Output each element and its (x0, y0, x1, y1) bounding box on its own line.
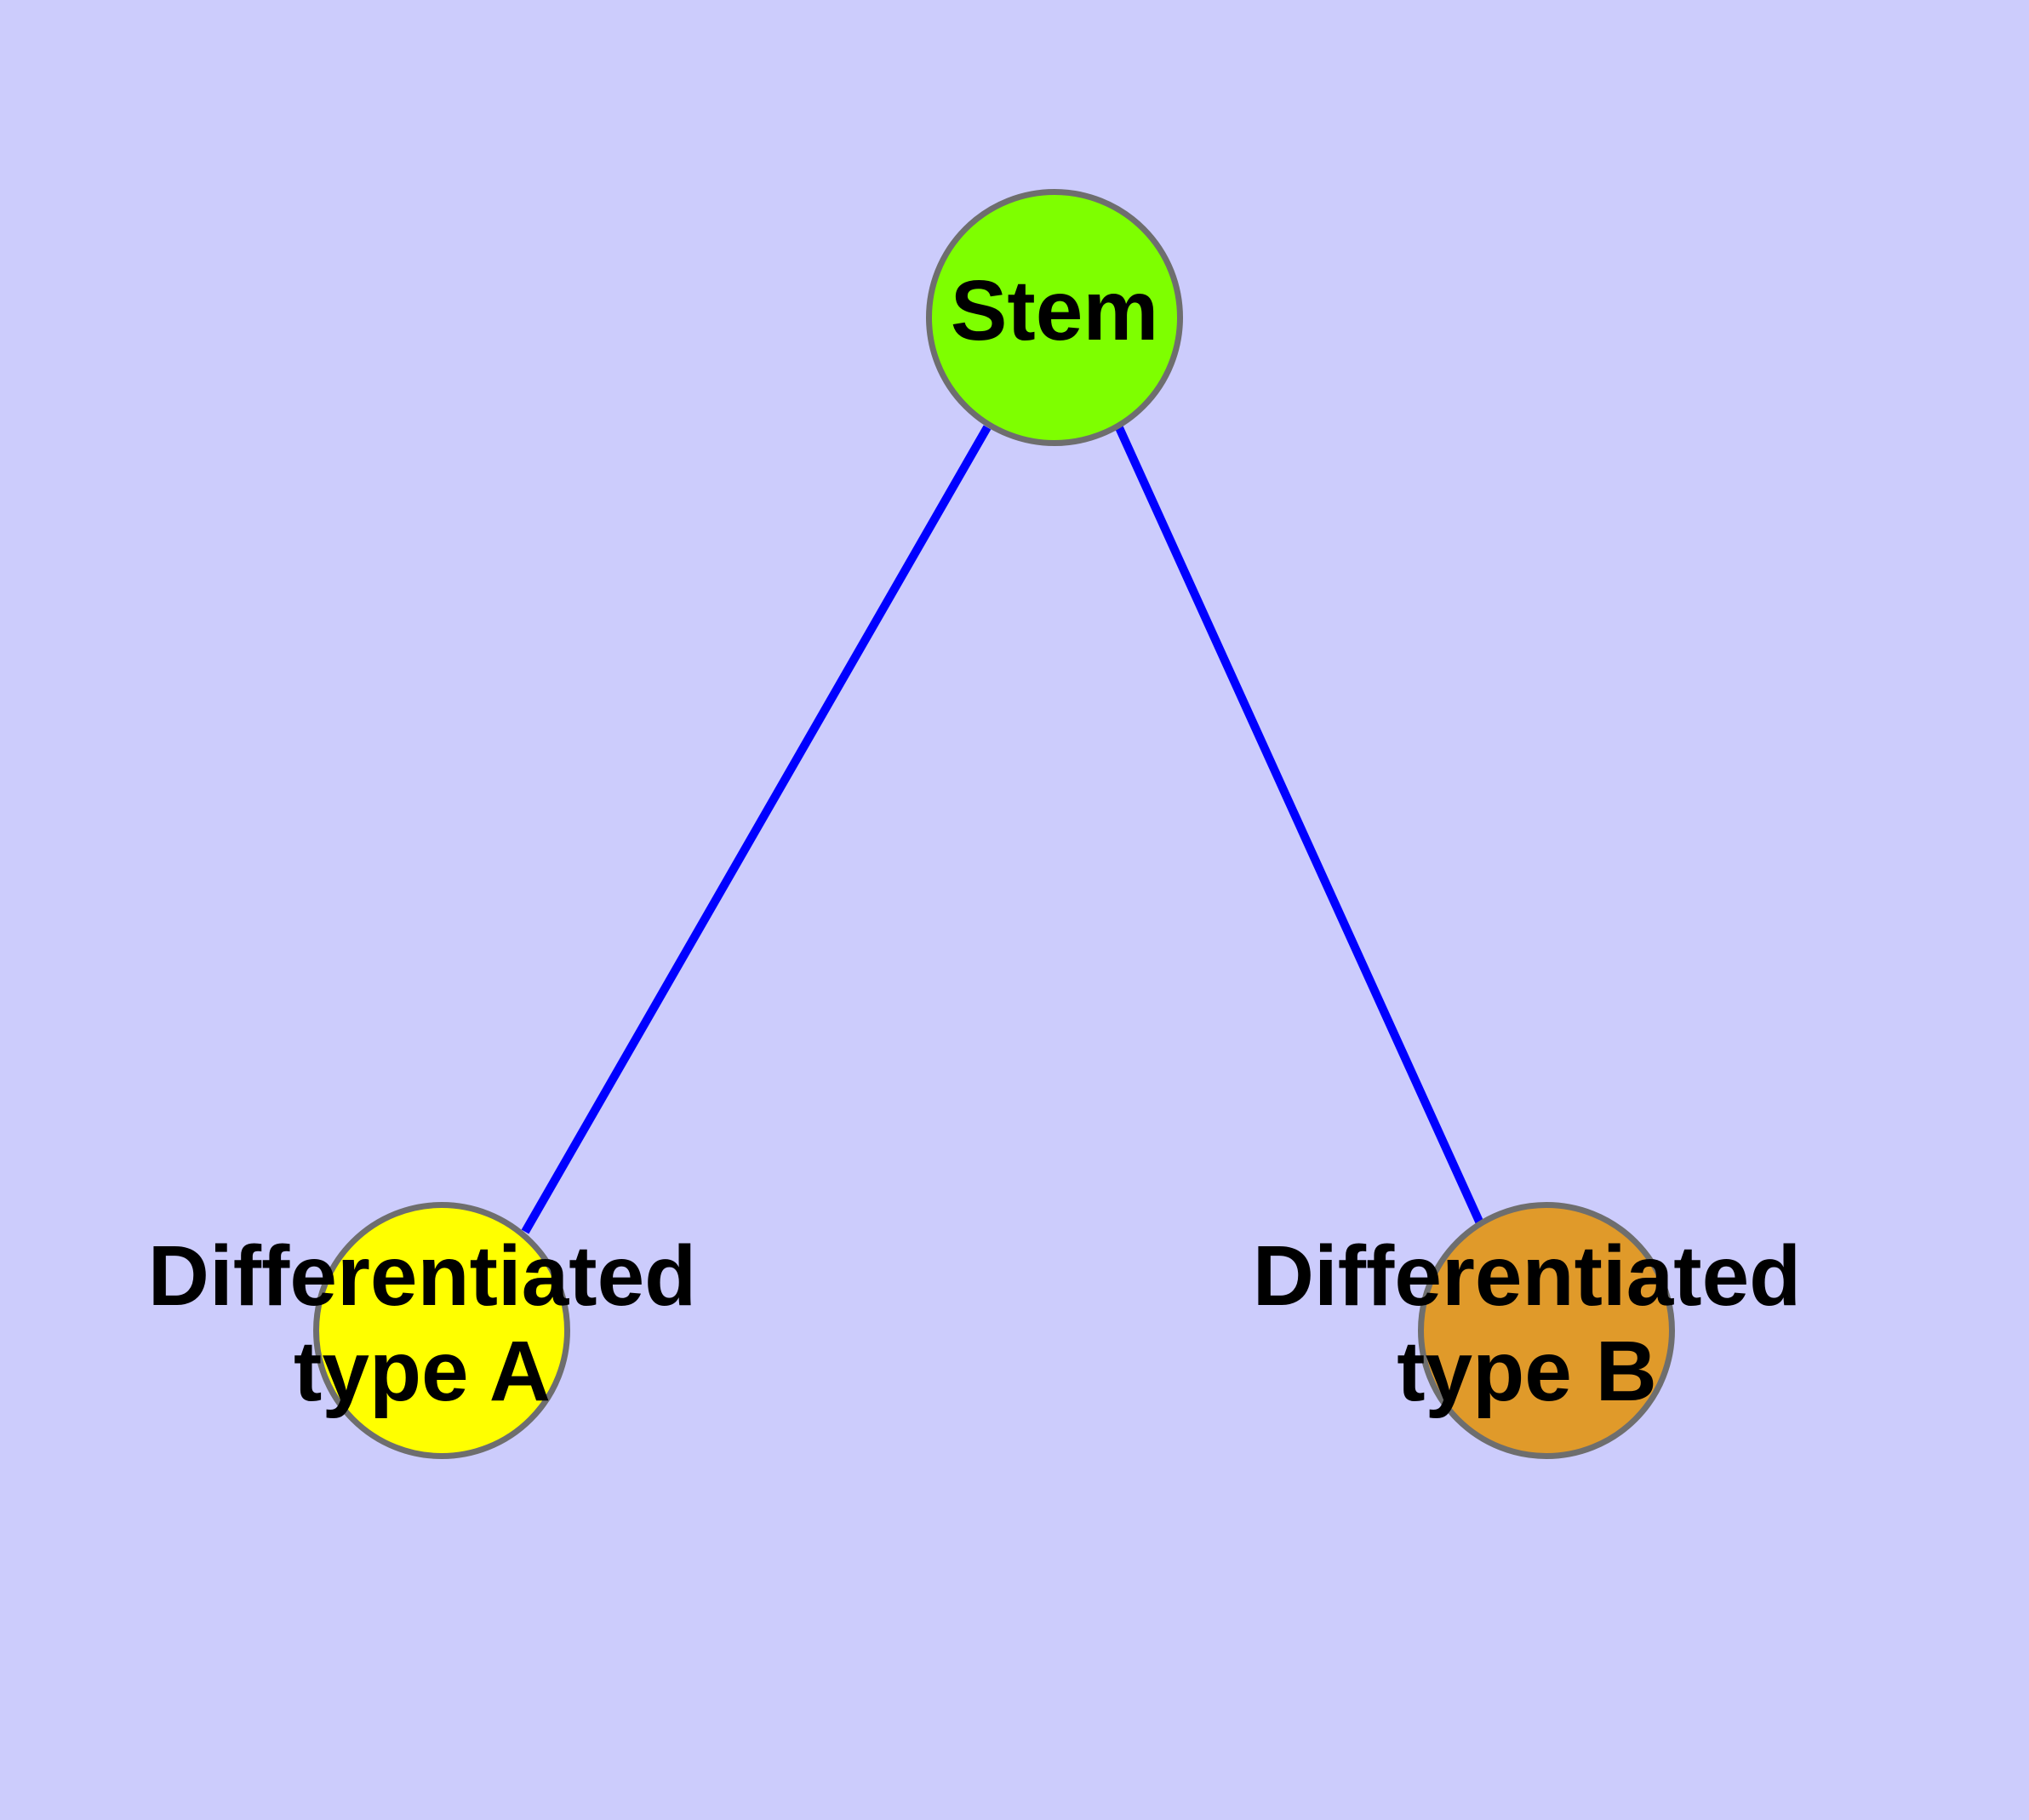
node-label-line: Differentiated (148, 1228, 697, 1324)
node-circle-stem[interactable] (926, 189, 1183, 446)
node-label-stem: Stem (951, 263, 1159, 358)
node-label-line: Stem (951, 263, 1159, 358)
graph-node-stem[interactable]: Stem (926, 189, 1183, 446)
edges-layer (521, 421, 1484, 1234)
node-circle-diff-b[interactable] (1418, 1202, 1675, 1459)
node-label-line: Differentiated (1253, 1228, 1802, 1324)
node-label-line: type B (1397, 1324, 1657, 1419)
graph-edge-stem-to-diff-a (521, 425, 992, 1234)
graph-edge-stem-to-diff-b (1113, 421, 1484, 1226)
node-label-line: type A (294, 1324, 551, 1419)
node-circle-diff-a[interactable] (313, 1202, 570, 1459)
